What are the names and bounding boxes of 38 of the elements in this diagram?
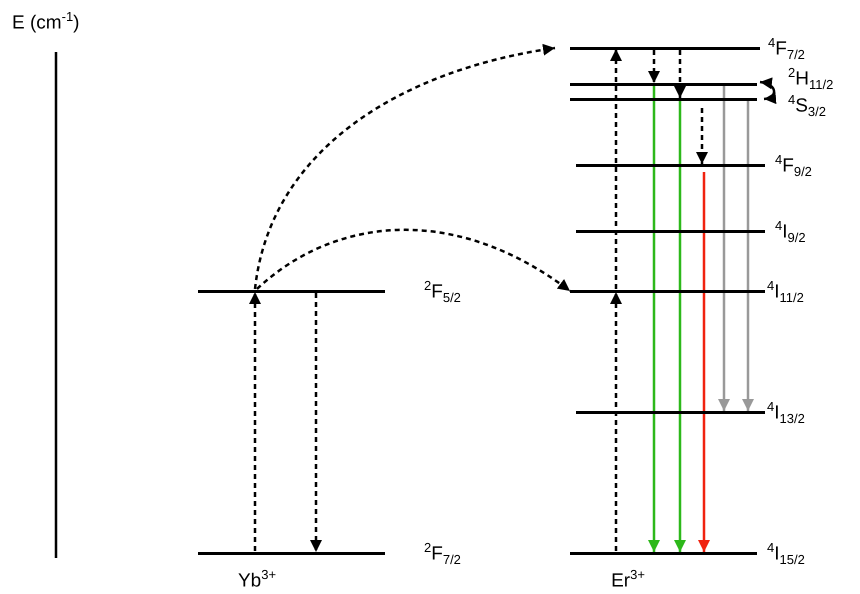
energy-level-line bbox=[570, 290, 765, 293]
curved-arrow bbox=[256, 228, 571, 292]
ion-label: Er$^{3+}$ bbox=[611, 568, 645, 590]
energy-level-line bbox=[570, 552, 757, 555]
transition-arrow bbox=[249, 292, 261, 551]
energy-level-line bbox=[576, 411, 765, 414]
level-label: $^{4}$F$_{7/2}$ bbox=[768, 36, 805, 62]
level-label: $^{4}$I$_{9/2}$ bbox=[775, 219, 806, 244]
transition-arrow bbox=[742, 101, 754, 411]
energy-level-line bbox=[198, 552, 385, 555]
energy-level-line bbox=[570, 47, 760, 50]
energy-level-line bbox=[576, 230, 765, 233]
level-label: $^{4}$I$_{11/2}$ bbox=[767, 279, 804, 304]
ion-label: Yb$^{3+}$ bbox=[238, 568, 276, 590]
level-label: $^{2}$H$_{11/2}$ bbox=[788, 66, 834, 92]
level-label: $^{4}$F$_{9/2}$ bbox=[775, 153, 812, 178]
energy-level-line bbox=[570, 98, 757, 101]
transition-arrow bbox=[696, 108, 708, 164]
energy-level-line bbox=[576, 164, 765, 167]
energy-level-line bbox=[198, 290, 385, 293]
curved-arrow bbox=[760, 78, 777, 104]
transition-arrow bbox=[610, 49, 622, 289]
transition-arrow bbox=[718, 86, 730, 411]
transition-arrow bbox=[648, 86, 660, 552]
transition-arrow bbox=[310, 293, 322, 552]
transition-arrow bbox=[698, 172, 710, 552]
level-label: $^{4}$I$_{13/2}$ bbox=[767, 400, 805, 426]
level-label: $^{2}$F$_{5/2}$ bbox=[424, 279, 461, 304]
curved-arrow bbox=[254, 44, 556, 290]
transition-arrow bbox=[648, 50, 660, 83]
transition-arrow bbox=[674, 101, 686, 552]
energy-level-line bbox=[570, 83, 757, 86]
axis-label: E (cm$^{-1}$) bbox=[12, 10, 80, 32]
transition-arrow bbox=[610, 292, 622, 551]
level-label: $^{4}$S$_{3/2}$ bbox=[788, 93, 826, 118]
level-label: $^{2}$F$_{7/2}$ bbox=[424, 541, 461, 566]
transition-arrow bbox=[674, 50, 686, 98]
level-label: $^{4}$I$_{15/2}$ bbox=[767, 541, 805, 566]
